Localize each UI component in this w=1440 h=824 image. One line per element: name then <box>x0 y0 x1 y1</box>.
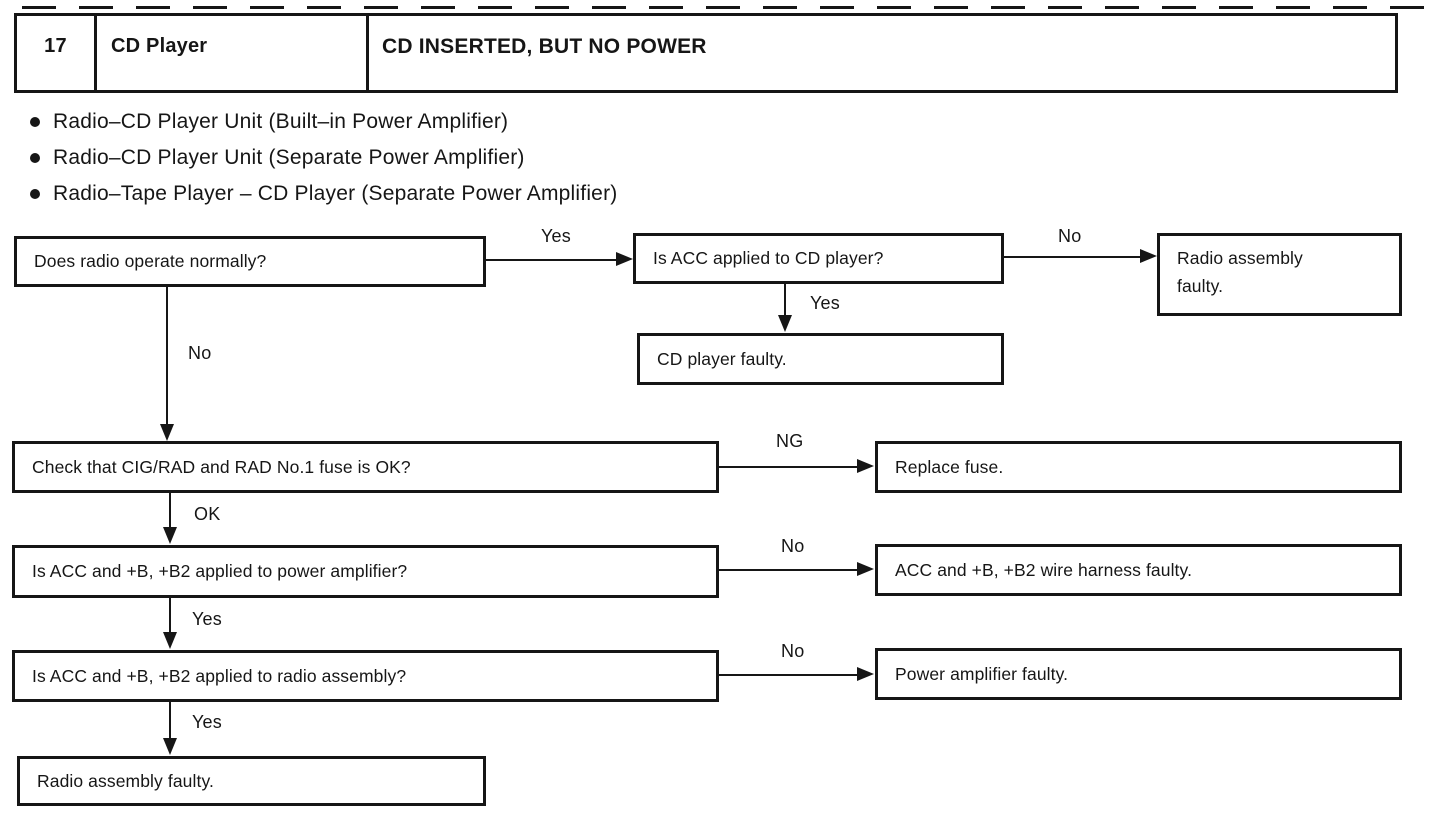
edge-label-no: No <box>781 641 805 661</box>
system-name: CD Player <box>97 16 369 90</box>
symptom-title: CD INSERTED, BUT NO POWER <box>382 35 707 58</box>
connector-line <box>1004 256 1142 258</box>
arrow-down-icon <box>163 738 177 755</box>
list-item-text: Radio–Tape Player – CD Player (Separate … <box>53 182 618 205</box>
bullet-icon <box>30 189 40 199</box>
edge-label-no: No <box>1058 226 1082 246</box>
bullet-icon <box>30 117 40 127</box>
flow-box-power-to-amplifier: Is ACC and +B, +B2 applied to power ampl… <box>12 545 719 598</box>
flow-box-wire-harness-faulty: ACC and +B, +B2 wire harness faulty. <box>875 544 1402 596</box>
edge-label-ng: NG <box>776 431 804 451</box>
page-top-broken-rule <box>22 6 1440 9</box>
connector-line <box>166 287 168 426</box>
connector-line <box>784 284 786 317</box>
connector-line <box>719 466 859 468</box>
arrow-right-icon <box>857 667 874 681</box>
applicable-units-list: Radio–CD Player Unit (Built–in Power Amp… <box>30 104 617 212</box>
connector-line <box>719 569 859 571</box>
connector-line <box>169 493 171 529</box>
edge-label-yes: Yes <box>192 712 222 732</box>
bullet-icon <box>30 153 40 163</box>
flow-box-does-radio-operate: Does radio operate normally? <box>14 236 486 287</box>
edge-label-ok: OK <box>194 504 221 524</box>
arrow-down-icon <box>160 424 174 441</box>
list-item-text: Radio–CD Player Unit (Separate Power Amp… <box>53 146 525 169</box>
list-item: Radio–CD Player Unit (Built–in Power Amp… <box>30 104 617 140</box>
diagnosis-header-table: 17 CD Player CD INSERTED, BUT NO POWER <box>14 13 1398 93</box>
arrow-right-icon <box>1140 249 1157 263</box>
arrow-right-icon <box>857 459 874 473</box>
arrow-down-icon <box>163 632 177 649</box>
flow-box-radio-assembly-faulty-top: Radio assembly faulty. <box>1157 233 1402 316</box>
arrow-down-icon <box>778 315 792 332</box>
flow-box-replace-fuse: Replace fuse. <box>875 441 1402 493</box>
edge-label-no: No <box>781 536 805 556</box>
flow-box-cd-player-faulty: CD player faulty. <box>637 333 1004 385</box>
connector-line <box>169 702 171 740</box>
arrow-right-icon <box>616 252 633 266</box>
flow-box-acc-to-cd-player: Is ACC applied to CD player? <box>633 233 1004 284</box>
arrow-down-icon <box>163 527 177 544</box>
diagnosis-number: 17 <box>17 16 97 90</box>
list-item-text: Radio–CD Player Unit (Built–in Power Amp… <box>53 110 509 133</box>
edge-label-yes: Yes <box>541 226 571 246</box>
flow-box-check-fuse: Check that CIG/RAD and RAD No.1 fuse is … <box>12 441 719 493</box>
flow-box-power-to-radio-assembly: Is ACC and +B, +B2 applied to radio asse… <box>12 650 719 702</box>
edge-label-no: No <box>188 343 212 363</box>
arrow-right-icon <box>857 562 874 576</box>
list-item: Radio–CD Player Unit (Separate Power Amp… <box>30 140 617 176</box>
edge-label-yes: Yes <box>810 293 840 313</box>
flow-box-radio-assembly-faulty-bottom: Radio assembly faulty. <box>17 756 486 806</box>
edge-label-yes: Yes <box>192 609 222 629</box>
flow-box-power-amplifier-faulty: Power amplifier faulty. <box>875 648 1402 700</box>
list-item: Radio–Tape Player – CD Player (Separate … <box>30 176 617 212</box>
connector-line <box>486 259 618 261</box>
connector-line <box>169 598 171 634</box>
connector-line <box>719 674 859 676</box>
